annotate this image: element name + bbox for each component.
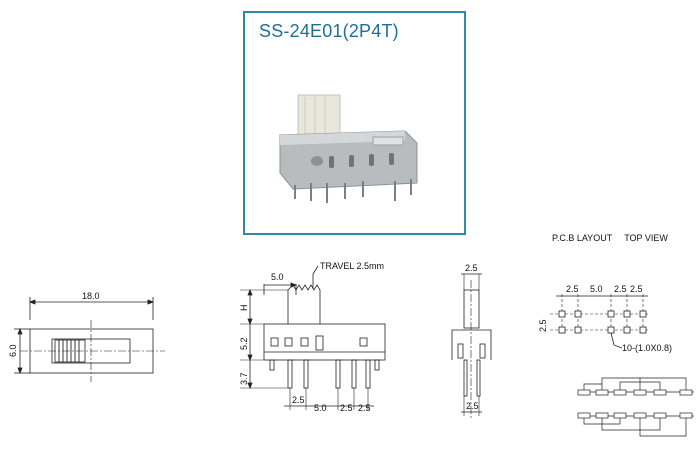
pcb-pad	[639, 326, 647, 334]
pin	[351, 359, 357, 389]
mount-tab	[374, 359, 380, 371]
schematic-link	[583, 383, 603, 392]
body-window	[315, 335, 324, 351]
schematic-contact	[595, 412, 609, 419]
pcb-dim-side: 2.5	[538, 319, 548, 332]
arrow	[17, 327, 23, 335]
front-body	[263, 323, 386, 361]
schematic-contact	[577, 389, 591, 396]
dim-h-text: H	[239, 305, 249, 312]
pcb-heading: P.C.B LAYOUT TOP VIEW	[552, 233, 680, 243]
pcb-pad	[639, 310, 647, 318]
pcb-hole-note: 10-(1.0X0.8)	[622, 343, 672, 353]
side-tab	[479, 343, 486, 359]
dim-knob-width-text: 5.0	[271, 272, 284, 282]
photo-window	[369, 154, 374, 166]
photo-window	[349, 155, 354, 167]
schematic-contact	[595, 389, 609, 396]
schematic-contact	[613, 389, 627, 396]
side-knob	[463, 289, 480, 329]
product-photo-frame: SS-24E01(2P4T)	[243, 11, 466, 235]
dim-pitch-c: 2.5	[340, 403, 353, 413]
pcb-dim-c: 2.5	[614, 284, 627, 294]
pcb-pad	[607, 326, 615, 334]
side-body	[451, 329, 492, 360]
pcb-dim-a: 2.5	[566, 284, 579, 294]
dim-width-text: 18.0	[82, 291, 100, 301]
dim-side-bottom-text: 2.5	[466, 401, 479, 411]
travel-leader	[312, 265, 319, 289]
schematic-contact	[679, 412, 693, 419]
front-pins	[269, 359, 380, 389]
arrow	[247, 354, 253, 362]
front-knob	[287, 284, 321, 324]
travel-text: TRAVEL 2.5mm	[320, 261, 384, 271]
arrow	[247, 318, 253, 326]
top-view-label: TOP VIEW	[624, 233, 668, 243]
arrow	[17, 367, 23, 375]
side-view: 2.5 2.5	[451, 263, 492, 420]
arrow	[28, 299, 36, 305]
dim-pitch-d: 2.5	[358, 403, 371, 413]
dim-body-text: 5.2	[239, 337, 249, 350]
schematic-contact	[633, 389, 647, 396]
pin	[365, 359, 371, 389]
side-tab	[457, 343, 464, 359]
pin	[287, 359, 293, 389]
schematic-contact	[577, 412, 591, 419]
body-window	[300, 337, 309, 347]
schematic-contact	[613, 412, 627, 419]
dim-side-top-text: 2.5	[465, 263, 478, 273]
pcb-pad	[623, 310, 631, 318]
schematic-contact	[653, 389, 667, 396]
schematic-link	[640, 377, 687, 392]
schematic-contact	[633, 412, 647, 419]
dim-height-text: 6.0	[8, 344, 18, 357]
model-title: SS-24E01(2P4T)	[259, 21, 399, 41]
body-window	[270, 337, 279, 347]
pcb-note-leader	[610, 332, 623, 349]
schematic-link	[601, 416, 661, 431]
photo-window	[329, 156, 334, 168]
schematic	[577, 377, 694, 437]
pcb-pad	[623, 326, 631, 334]
schematic-link	[639, 416, 687, 437]
pcb-layout: 2.5 5.0 2.5 2.5 2.5 10-(1.0X0.8)	[538, 284, 672, 353]
schematic-link	[601, 377, 641, 392]
arrow	[147, 299, 155, 305]
photo-window	[389, 153, 394, 165]
pcb-dim-b: 5.0	[590, 284, 603, 294]
pcb-layout-label: P.C.B LAYOUT	[552, 233, 613, 243]
side-pin	[476, 359, 481, 397]
pin	[303, 359, 309, 389]
switch-photo	[279, 94, 418, 203]
pcb-pad	[558, 310, 566, 318]
pcb-pad	[574, 326, 582, 334]
mount-tab	[269, 359, 275, 371]
photo-rivet	[311, 156, 323, 166]
arrow	[247, 382, 253, 390]
schematic-contact	[679, 389, 693, 396]
dim-pin-text: 3.7	[239, 372, 249, 385]
top-view: 18.0 6.0	[8, 291, 165, 382]
side-pin	[463, 359, 468, 397]
schematic-contact	[653, 412, 667, 419]
pcb-pad	[558, 326, 566, 334]
dim-pitch-a: 2.5	[292, 395, 305, 405]
arrow	[247, 288, 253, 296]
photo-slot	[372, 136, 404, 146]
pcb-dim-d: 2.5	[630, 284, 643, 294]
dim-pitch-b: 5.0	[314, 403, 327, 413]
schematic-link	[619, 381, 661, 392]
body-window	[359, 337, 368, 347]
pin	[335, 359, 341, 389]
front-view: 5.0 TRAVEL 2.5mm H 5.2	[239, 261, 386, 413]
pcb-pad	[607, 310, 615, 318]
body-window	[284, 337, 293, 347]
pcb-pad	[574, 310, 582, 318]
